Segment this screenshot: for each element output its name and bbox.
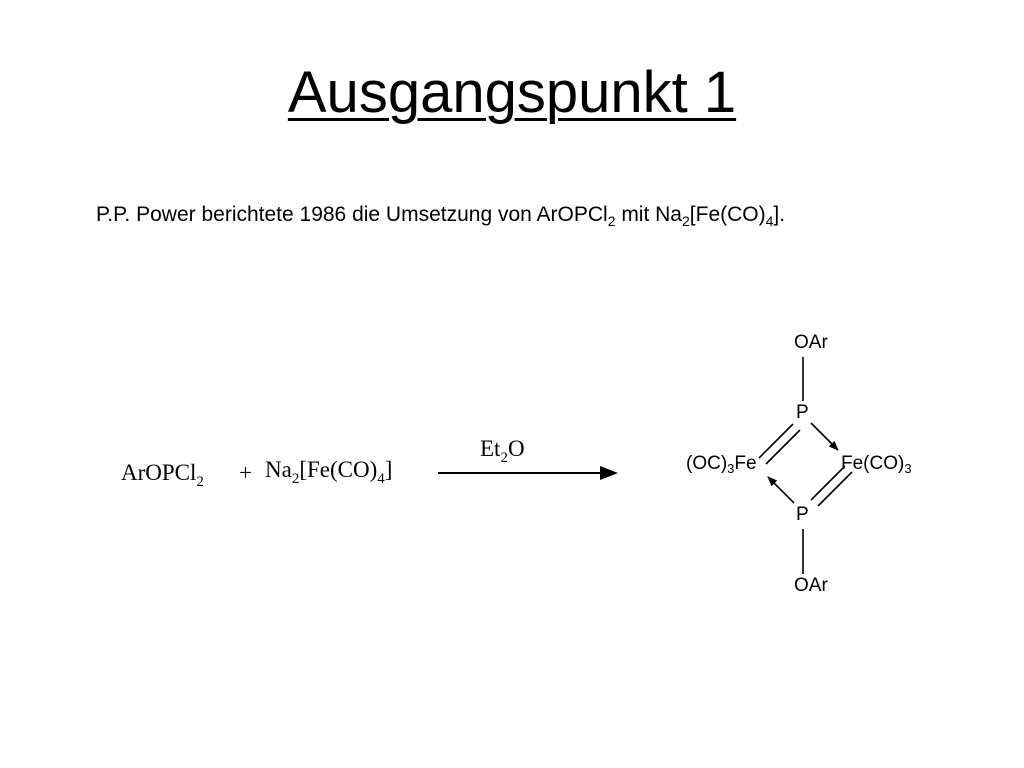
intro-mid-1: mit Na — [615, 203, 682, 226]
condition-end: O — [507, 436, 525, 461]
double-bond-bottom-right-a — [810, 465, 846, 501]
left-fe-sub: 3 — [727, 461, 735, 476]
intro-sub-2: 2 — [682, 213, 690, 229]
reaction-arrowhead — [600, 466, 618, 480]
label-bottom-oar: OAr — [794, 575, 828, 596]
condition-sub: 2 — [500, 450, 508, 466]
condition-main: Et — [480, 436, 501, 461]
dative-arrow-top-p-to-right-fe — [810, 422, 839, 451]
left-fe-a: (OC) — [686, 453, 728, 474]
label-left-fe: (OC)3Fe — [686, 452, 757, 476]
double-bond-bottom-right-b — [817, 471, 853, 507]
reactant-na2fe-b: [Fe(CO) — [299, 457, 378, 482]
intro-mid-2: [Fe(CO) — [689, 203, 766, 226]
reactant-na2fe-a: Na — [265, 457, 292, 482]
right-fe-a: Fe(CO) — [841, 453, 905, 474]
reactant-na2fe-sub1: 2 — [291, 471, 300, 487]
slide-title: Ausgangspunkt 1 — [0, 58, 1024, 128]
intro-suffix: ]. — [773, 203, 786, 226]
double-bond-top-left-a — [758, 423, 794, 459]
label-right-fe: Fe(CO)3 — [841, 452, 912, 476]
reactant-na2fe-c: ] — [384, 457, 393, 482]
reactant-na2fe: Na2[Fe(CO)4] — [265, 455, 393, 487]
intro-prefix: P.P. Power berichtete 1986 die Umsetzung… — [96, 203, 608, 226]
reactant-aropcl2-sub: 2 — [196, 474, 204, 490]
reactant-na2fe-sub2: 4 — [377, 471, 385, 487]
label-top-p: P — [796, 402, 809, 423]
reaction-condition: Et2O — [480, 434, 525, 466]
plus-sign: + — [239, 460, 252, 485]
label-bottom-p: P — [796, 504, 809, 525]
intro-sentence: P.P. Power berichtete 1986 die Umsetzung… — [96, 200, 976, 230]
dative-arrow-bottom-p-to-left-fe — [767, 476, 795, 504]
double-bond-top-left-b — [765, 429, 801, 465]
left-fe-b: Fe — [734, 453, 757, 474]
reactant-aropcl2-main: ArOPCl — [121, 460, 197, 485]
intro-sub-1: 2 — [607, 213, 616, 229]
reactant-aropcl2: ArOPCl2 — [121, 458, 204, 490]
label-top-oar: OAr — [794, 332, 828, 353]
slide-title-text: Ausgangspunkt 1 — [287, 60, 737, 125]
intro-sub-3: 4 — [765, 213, 774, 229]
right-fe-sub: 3 — [904, 461, 912, 476]
